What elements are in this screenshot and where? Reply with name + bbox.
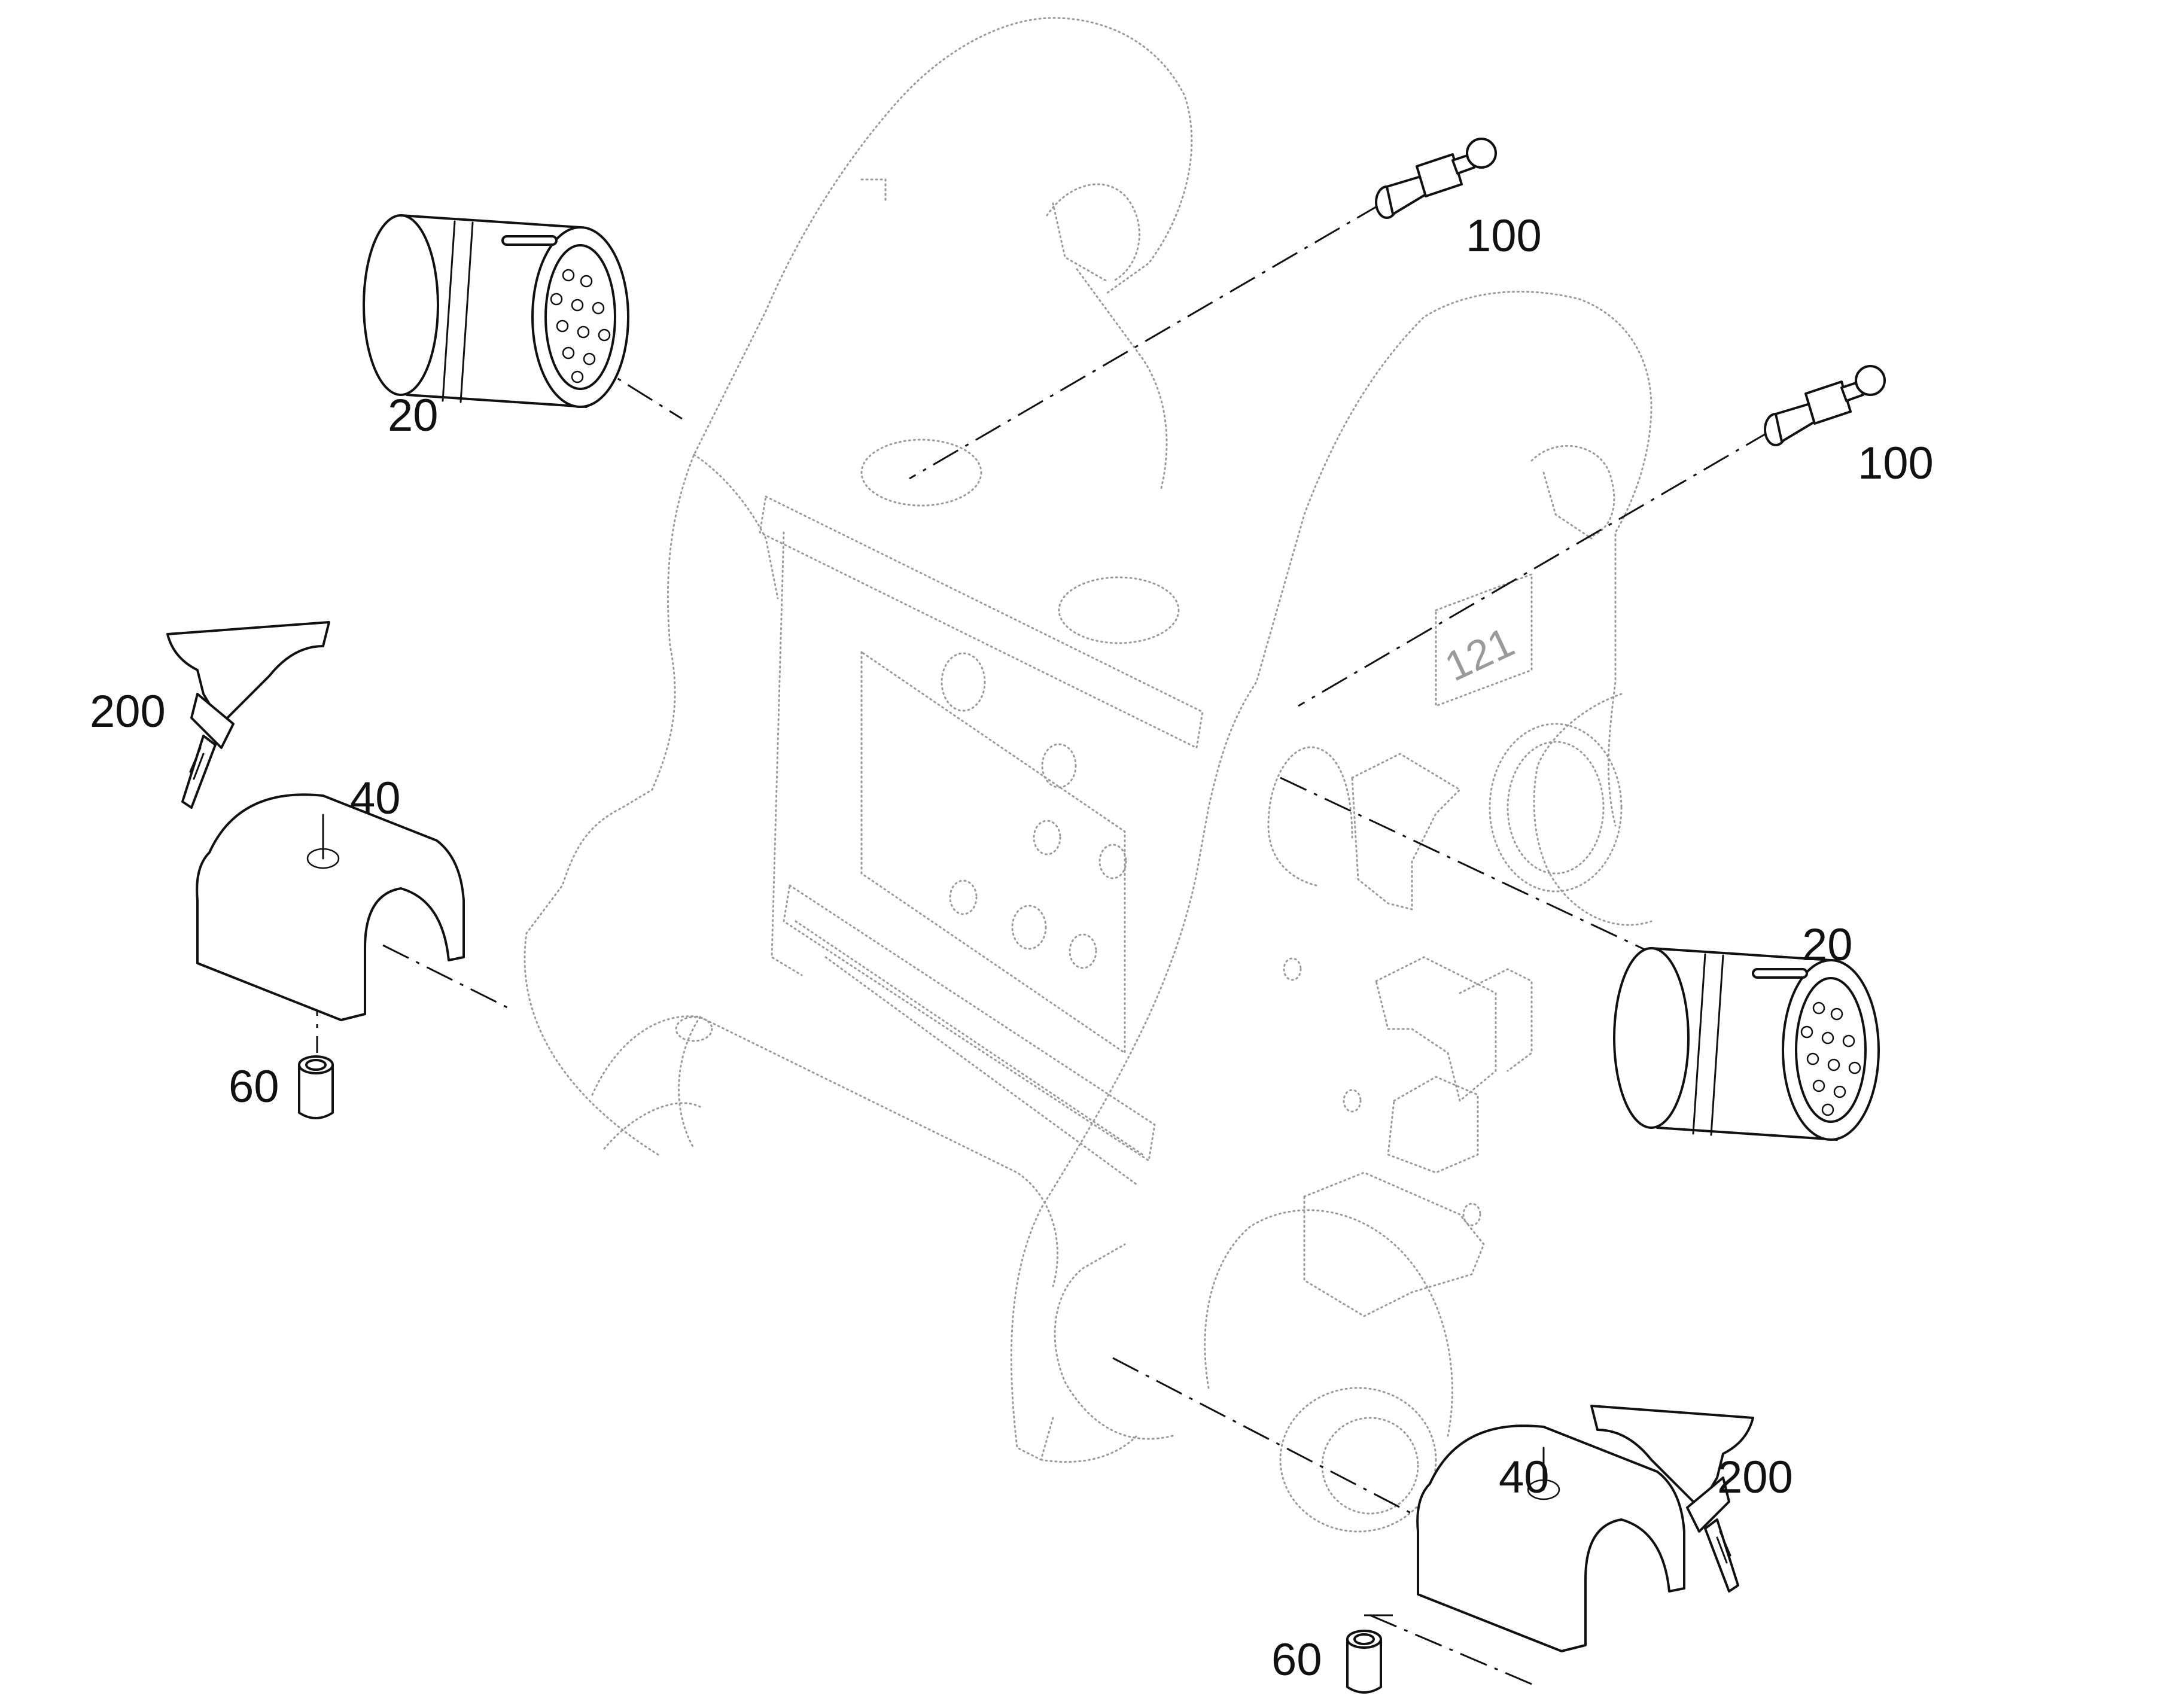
callout-40-bottom: 40 <box>1499 1452 1550 1503</box>
grease-nipple-right <box>1764 365 1886 446</box>
bushing-right <box>1613 947 1880 1141</box>
pin-left <box>298 1055 334 1119</box>
callout-200-bottom: 200 <box>1717 1452 1793 1503</box>
grease-nipple-top <box>1375 138 1497 219</box>
shell-bottom <box>1416 1424 1685 1652</box>
bushing-top-left <box>363 214 629 408</box>
pin-bottom <box>1346 1630 1382 1694</box>
callout-100-right: 100 <box>1858 438 1934 489</box>
adhesive-left <box>166 621 330 809</box>
callout-100-top: 100 <box>1466 211 1542 261</box>
callout-200-left: 200 <box>90 686 166 737</box>
shell-left <box>196 793 465 1021</box>
frame-stamp-text: 121 <box>1438 619 1521 690</box>
callout-20-top-left: 20 <box>388 390 439 441</box>
callout-20-right: 20 <box>1802 920 1853 970</box>
callout-60-left: 60 <box>229 1061 279 1112</box>
callout-60-bottom: 60 <box>1271 1634 1322 1685</box>
frame-stamp: 121 <box>1435 573 1533 707</box>
callout-40-left: 40 <box>350 773 401 824</box>
